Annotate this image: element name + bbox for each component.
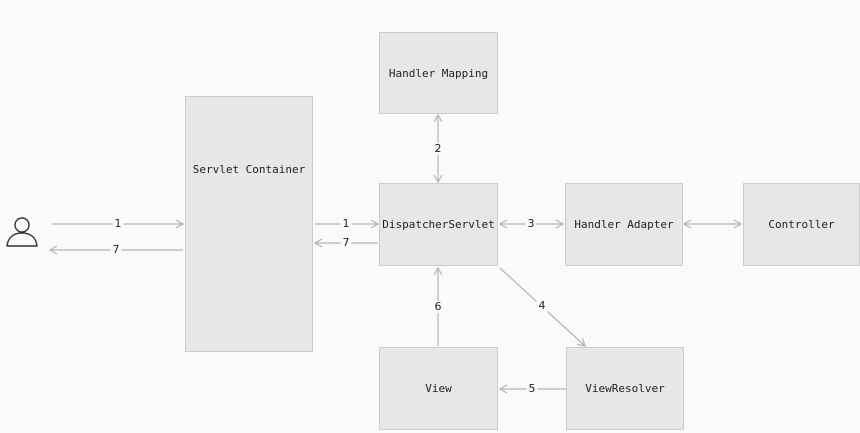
dispatcher-servlet-label: DispatcherServlet (382, 218, 495, 231)
servlet-container-label: Servlet Container (192, 163, 306, 176)
view-node: View (379, 347, 498, 430)
user-icon (6, 217, 38, 247)
handler-adapter-label: Handler Adapter (574, 218, 674, 231)
edge-label-dispatcher-to-view-resolver: 4 (536, 299, 548, 312)
edge-label-dispatcher-handler-adapter: 3 (525, 217, 537, 230)
servlet-container-node: Servlet Container (185, 96, 313, 352)
edge-label-user-to-container: 1 (112, 217, 124, 230)
view-resolver-node: ViewResolver (566, 347, 684, 430)
view-label: View (425, 382, 452, 395)
handler-adapter-node: Handler Adapter (565, 183, 683, 266)
handler-mapping-label: Handler Mapping (388, 66, 489, 80)
controller-node: Controller (743, 183, 860, 266)
edge-label-view-resolver-to-view: 5 (526, 382, 538, 395)
dispatcher-servlet-node: DispatcherServlet (379, 183, 498, 266)
handler-mapping-node: Handler Mapping (379, 32, 498, 114)
edge-label-container-to-dispatcher: 1 (340, 217, 352, 230)
edge-label-view-to-dispatcher: 6 (432, 300, 444, 313)
controller-label: Controller (768, 218, 835, 231)
edge-label-container-to-user: 7 (110, 243, 122, 256)
view-resolver-label: ViewResolver (585, 382, 665, 395)
edge-label-dispatcher-to-container: 7 (340, 236, 352, 249)
edge-label-dispatcher-handler-mapping: 2 (432, 142, 444, 155)
